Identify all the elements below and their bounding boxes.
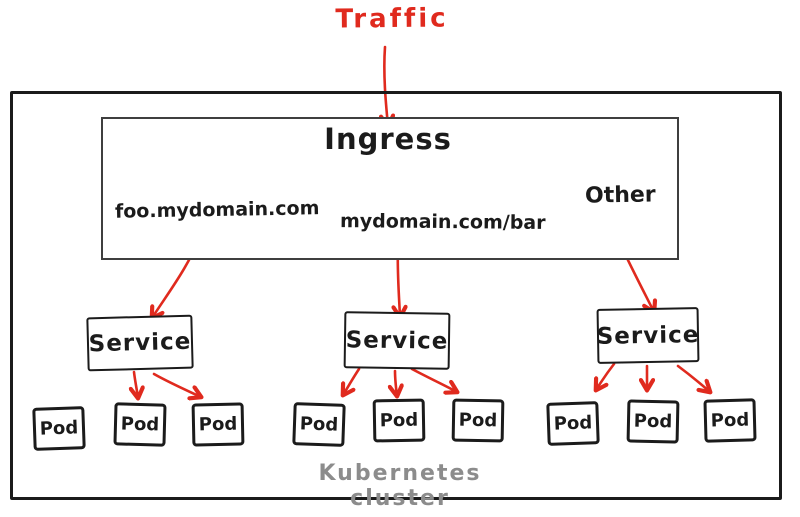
ingress-rule-other: Other: [584, 182, 656, 209]
pod-6-label: Pod: [458, 409, 498, 432]
pod-box-7: Pod: [546, 401, 600, 446]
pod-7-label: Pod: [553, 412, 593, 435]
service-box-1: Service: [86, 314, 194, 372]
ingress-rule-foo-mydomain: foo.mydomain.com: [114, 197, 320, 223]
pod-2-label: Pod: [120, 413, 160, 436]
pod-box-2: Pod: [113, 402, 167, 447]
pod-box-6: Pod: [451, 398, 505, 443]
pod-box-5: Pod: [372, 398, 426, 443]
ingress-title: Ingress: [324, 122, 452, 156]
service-3-label: Service: [596, 321, 700, 350]
traffic-label: Traffic: [335, 3, 449, 35]
service-2-label: Service: [345, 326, 449, 355]
service-1-label: Service: [88, 328, 192, 358]
pod-1-label: Pod: [39, 417, 79, 440]
service-box-2: Service: [343, 311, 451, 370]
pod-4-label: Pod: [299, 413, 339, 436]
pod-3-label: Pod: [198, 413, 238, 436]
pod-box-1: Pod: [32, 406, 86, 451]
pod-5-label: Pod: [379, 409, 419, 432]
ingress-rule-mydomain-bar: mydomain.com/bar: [339, 210, 546, 234]
pod-box-9: Pod: [703, 398, 757, 443]
pod-box-4: Pod: [292, 402, 346, 447]
pod-8-label: Pod: [633, 410, 673, 433]
cluster-boundary-box: [10, 91, 782, 500]
pod-box-3: Pod: [191, 402, 245, 447]
pod-box-8: Pod: [626, 399, 680, 444]
pod-9-label: Pod: [710, 409, 750, 432]
service-box-3: Service: [596, 307, 700, 364]
ingress-box: [101, 117, 679, 260]
kubernetes-cluster-label: Kubernetes cluster: [318, 461, 482, 511]
